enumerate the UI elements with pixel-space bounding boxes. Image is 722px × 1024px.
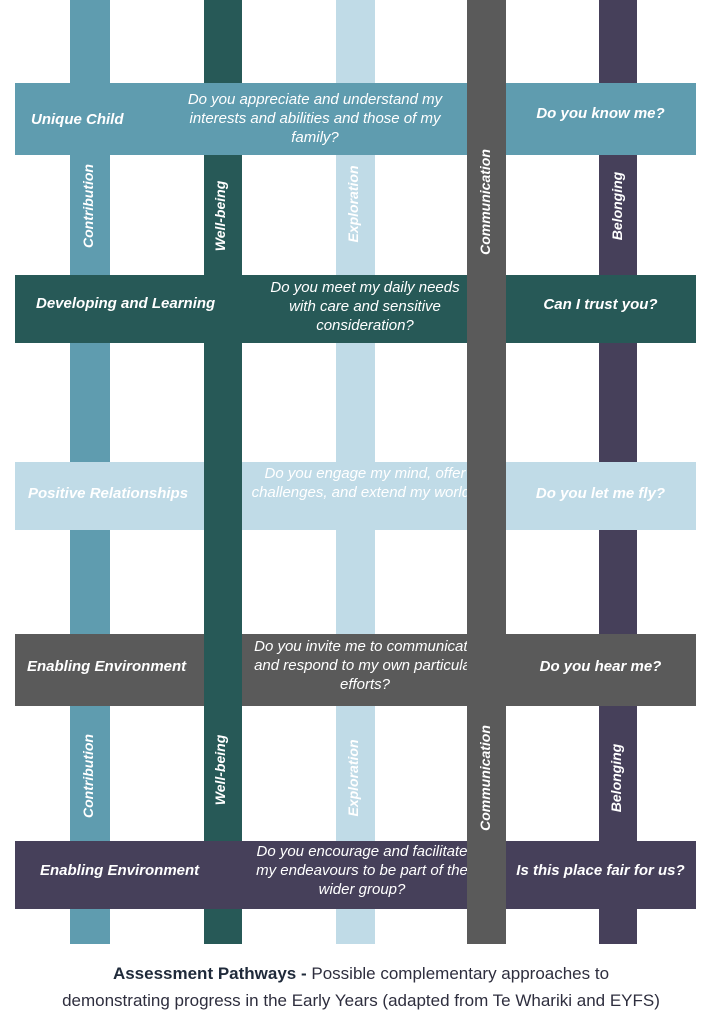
caption-dash: - <box>296 964 312 983</box>
question-text: Do you appreciate and understand my inte… <box>187 91 443 146</box>
strand-label-exploration: Exploration <box>345 739 361 817</box>
ask-label: Do you let me fly? <box>535 484 666 502</box>
ask-label: Do you hear me? <box>539 657 662 675</box>
band-unique-child: Unique Child Do you appreciate and under… <box>15 83 696 155</box>
band-enabling-environment-2: Enabling Environment Do you encourage an… <box>15 841 696 909</box>
question-text: Do you invite me to communicate and resp… <box>254 638 476 693</box>
ask-label: Can I trust you? <box>543 295 658 313</box>
question-text: Do you engage my mind, offer challenges,… <box>251 465 479 501</box>
caption-title: Assessment Pathways <box>112 964 297 983</box>
figure-caption-line2: demonstrating progress in the Early Year… <box>0 989 722 1013</box>
strand-label-contribution: Contribution <box>80 734 96 818</box>
principle-label: Positive Relationships <box>28 484 189 502</box>
ask-label: Do you know me? <box>536 104 665 122</box>
principle-label: Enabling Environment <box>27 657 187 675</box>
strand-label-contribution: Contribution <box>80 164 96 248</box>
principle-label: Enabling Environment <box>40 861 200 879</box>
strand-label-communication: Communication <box>477 149 493 255</box>
band-developing-learning: Developing and Learning Do you meet my d… <box>15 275 696 343</box>
figure-caption: Assessment Pathways - Possible complemen… <box>0 962 722 986</box>
strand-label-communication: Communication <box>477 725 493 831</box>
band-positive-relationships: Positive Relationships Do you engage my … <box>15 462 696 530</box>
caption-text-line1: Possible complementary approaches to <box>311 964 610 983</box>
strand-label-belonging: Belonging <box>609 171 625 241</box>
strand-label-wellbeing: Well-being <box>212 734 228 806</box>
question-text: Do you encourage and facilitate my endea… <box>256 843 468 898</box>
strand-label-exploration: Exploration <box>345 165 361 243</box>
caption-text-line2: demonstrating progress in the Early Year… <box>62 991 660 1010</box>
wellbeing-crossing <box>204 462 242 530</box>
band-enabling-environment-1: Enabling Environment Do you invite me to… <box>15 634 696 706</box>
ask-label: Is this place fair for us? <box>516 861 685 879</box>
principle-label: Unique Child <box>31 110 124 128</box>
wellbeing-crossing <box>204 634 242 706</box>
question-text: Do you meet my daily needs with care and… <box>270 279 460 334</box>
strand-label-wellbeing: Well-being <box>212 180 228 252</box>
strand-communication <box>467 0 506 944</box>
strand-label-belonging: Belonging <box>608 743 624 813</box>
principle-label: Developing and Learning <box>36 294 216 312</box>
